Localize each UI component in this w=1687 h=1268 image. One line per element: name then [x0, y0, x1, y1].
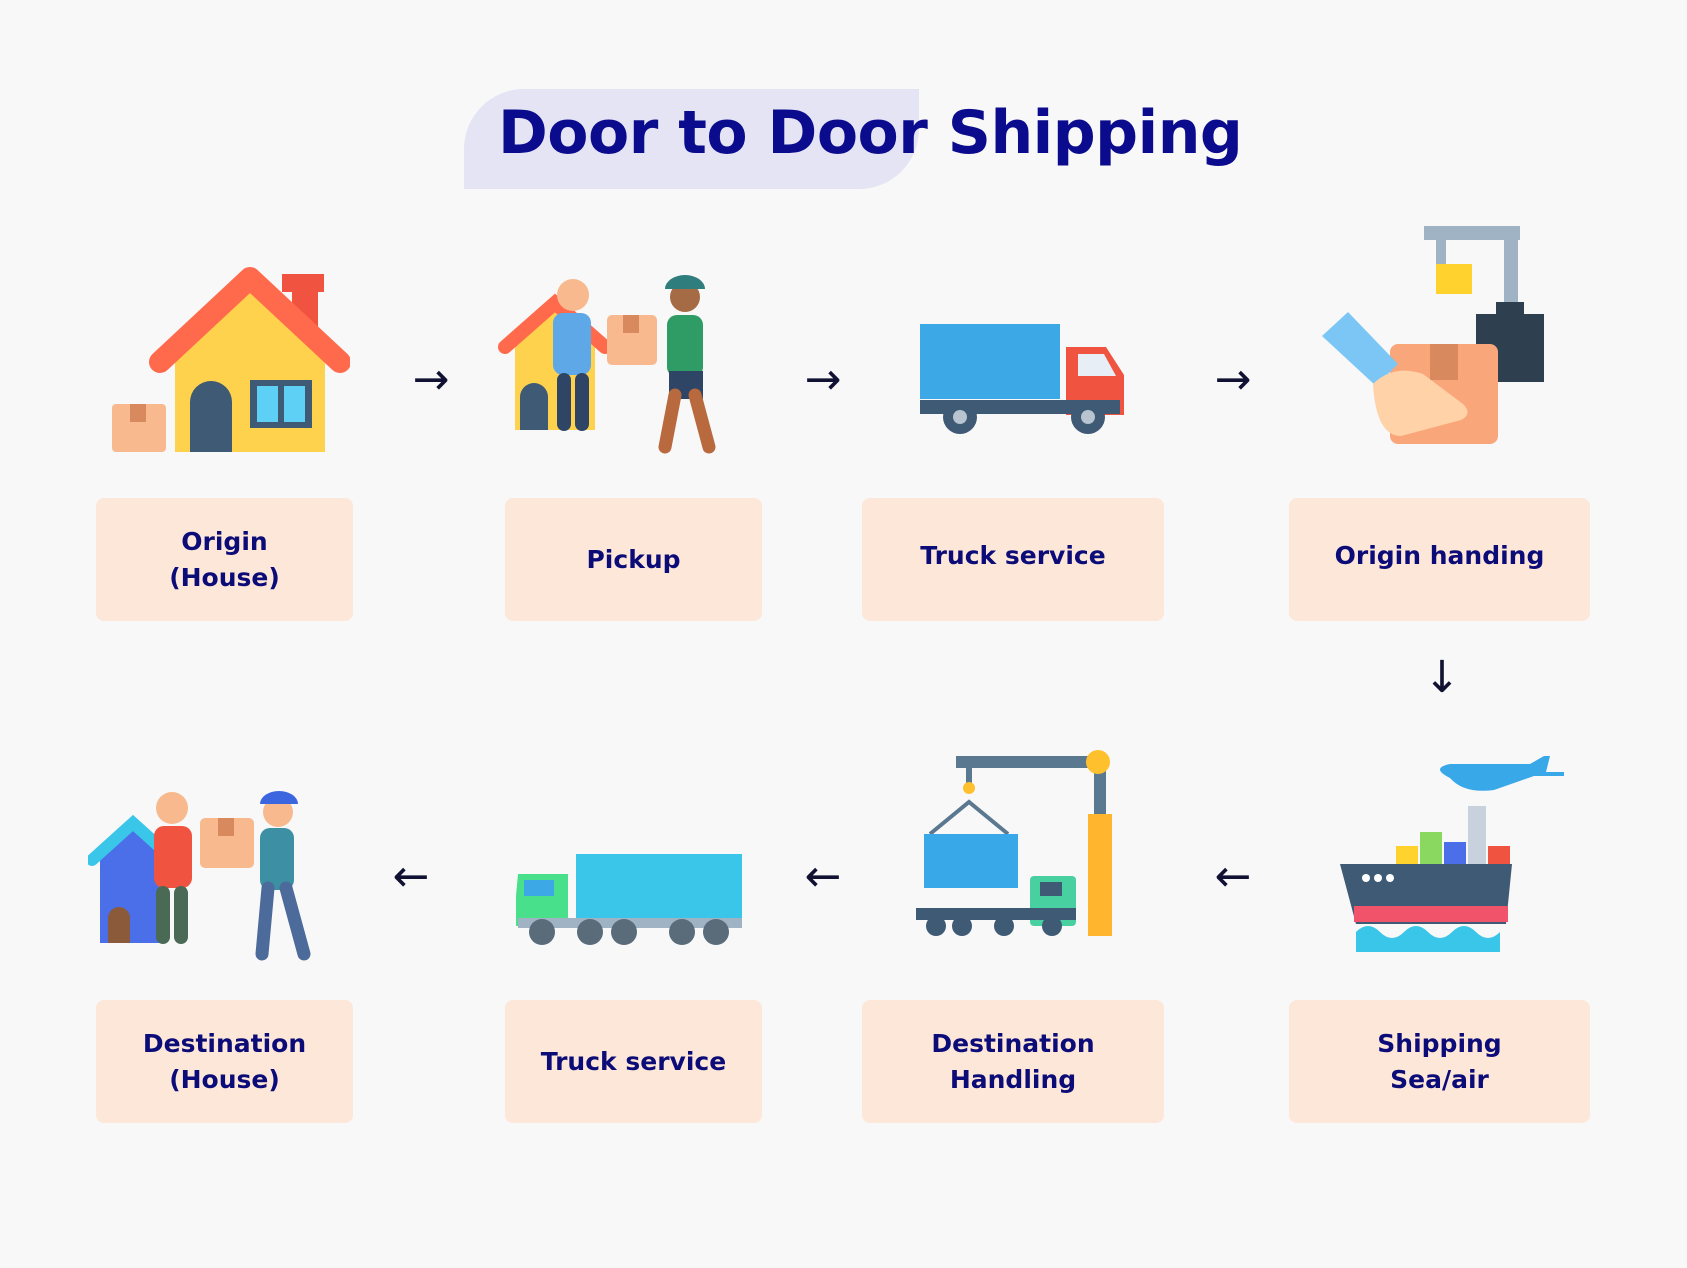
- delivery-handover-icon: [88, 791, 311, 961]
- step-box-truck-service-origin: Truck service: [862, 498, 1164, 621]
- truck-icon: [920, 324, 1124, 434]
- arrow-left-icon: ←: [804, 851, 842, 902]
- step-box-origin-handling: Origin handing: [1289, 498, 1590, 621]
- arrow-left-icon: ←: [392, 851, 430, 902]
- page-title: Door to Door Shipping: [498, 98, 1243, 168]
- step-box-pickup: Pickup: [505, 498, 762, 621]
- container-truck-icon: [516, 854, 742, 945]
- arrow-left-icon: ←: [1214, 851, 1252, 902]
- ship-plane-icon: [1340, 756, 1564, 952]
- house-icon: [112, 267, 350, 452]
- step-box-origin-house: Origin (House): [96, 498, 353, 621]
- step-box-destination-house: Destination (House): [96, 1000, 353, 1123]
- arrow-right-icon: →: [412, 354, 450, 405]
- arrow-right-icon: →: [804, 354, 842, 405]
- pickup-handover-icon: [498, 275, 716, 454]
- step-box-shipping-sea-air: Shipping Sea/air: [1289, 1000, 1590, 1123]
- crane-handling-icon: [1322, 226, 1544, 444]
- crane-container-icon: [916, 750, 1112, 936]
- step-box-destination-handling: Destination Handling: [862, 1000, 1164, 1123]
- step-box-truck-service-destination: Truck service: [505, 1000, 762, 1123]
- arrow-down-icon: ↓: [1423, 652, 1461, 703]
- title-highlight: [464, 89, 919, 189]
- arrow-right-icon: →: [1214, 354, 1252, 405]
